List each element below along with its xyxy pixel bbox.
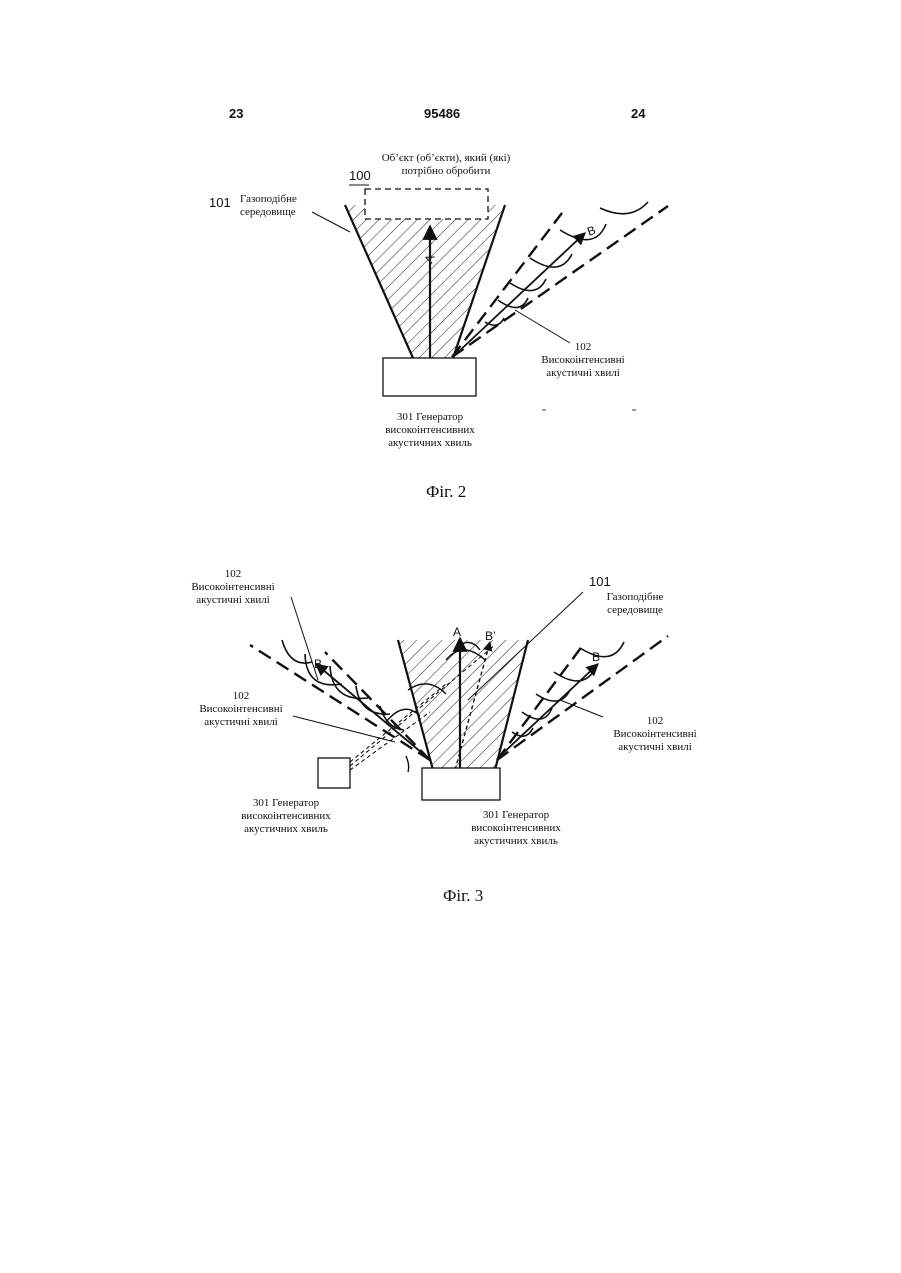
fig2-medium-ref: 101 bbox=[209, 195, 231, 210]
fig3-waves-mid-left-label: 102 Високоінтенсивні акустичні хвилі bbox=[186, 690, 296, 729]
fig3-generator-right-label: 301 Генератор високоінтенсивних акустичн… bbox=[456, 809, 576, 848]
fig3-diagram bbox=[250, 592, 668, 800]
fig2-object-box bbox=[365, 189, 488, 219]
fig3-waves-top-left-label: 102 Високоінтенсивні акустичні хвилі bbox=[178, 568, 288, 607]
fig2-leader-102 bbox=[515, 310, 570, 343]
fig3-generator-box bbox=[422, 768, 500, 800]
fig3-label-b-prime: B’ bbox=[485, 629, 496, 643]
fig3-label-b-right: B bbox=[592, 650, 600, 664]
fig3-label-a: A bbox=[453, 625, 461, 639]
fig2-object-ref: 100 bbox=[349, 168, 371, 183]
fig2-generator-label: 301 Генератор високоінтенсивних акустичн… bbox=[370, 411, 490, 450]
fig2-leader-101 bbox=[312, 212, 350, 232]
fig3-medium-ref: 101 bbox=[589, 574, 611, 589]
fig2-medium-cone bbox=[345, 205, 505, 358]
fig3-medium-cone bbox=[398, 640, 528, 770]
fig3-left-wave-arcs bbox=[282, 640, 404, 730]
fig2-object-label: Об’єкт (об’єкти), який (які) потрібно об… bbox=[368, 152, 524, 178]
fig2-label-b: B bbox=[585, 223, 597, 239]
fig3-medium-label: Газоподібне середовище bbox=[590, 591, 680, 617]
fig3-waves-right-label: 102 Високоінтенсивні акустичні хвилі bbox=[600, 715, 710, 754]
fig3-caption: Фіг. 3 bbox=[443, 886, 483, 906]
fig3-label-b-left: B bbox=[314, 657, 322, 671]
fig3-generator-left-label: 301 Генератор високоінтенсивних акустичн… bbox=[226, 797, 346, 836]
fig2-caption: Фіг. 2 bbox=[426, 482, 466, 502]
fig2-generator-box bbox=[383, 358, 476, 396]
fig2-wave-arcs bbox=[485, 202, 648, 325]
fig2-waves-label: 102 Високоінтенсивні акустичні хвилі bbox=[528, 341, 638, 380]
fig3-small-generator-box bbox=[318, 758, 350, 788]
fig3-leader-mid-left-102 bbox=[293, 716, 395, 742]
fig2-medium-label: Газоподібне середовище bbox=[240, 193, 297, 219]
